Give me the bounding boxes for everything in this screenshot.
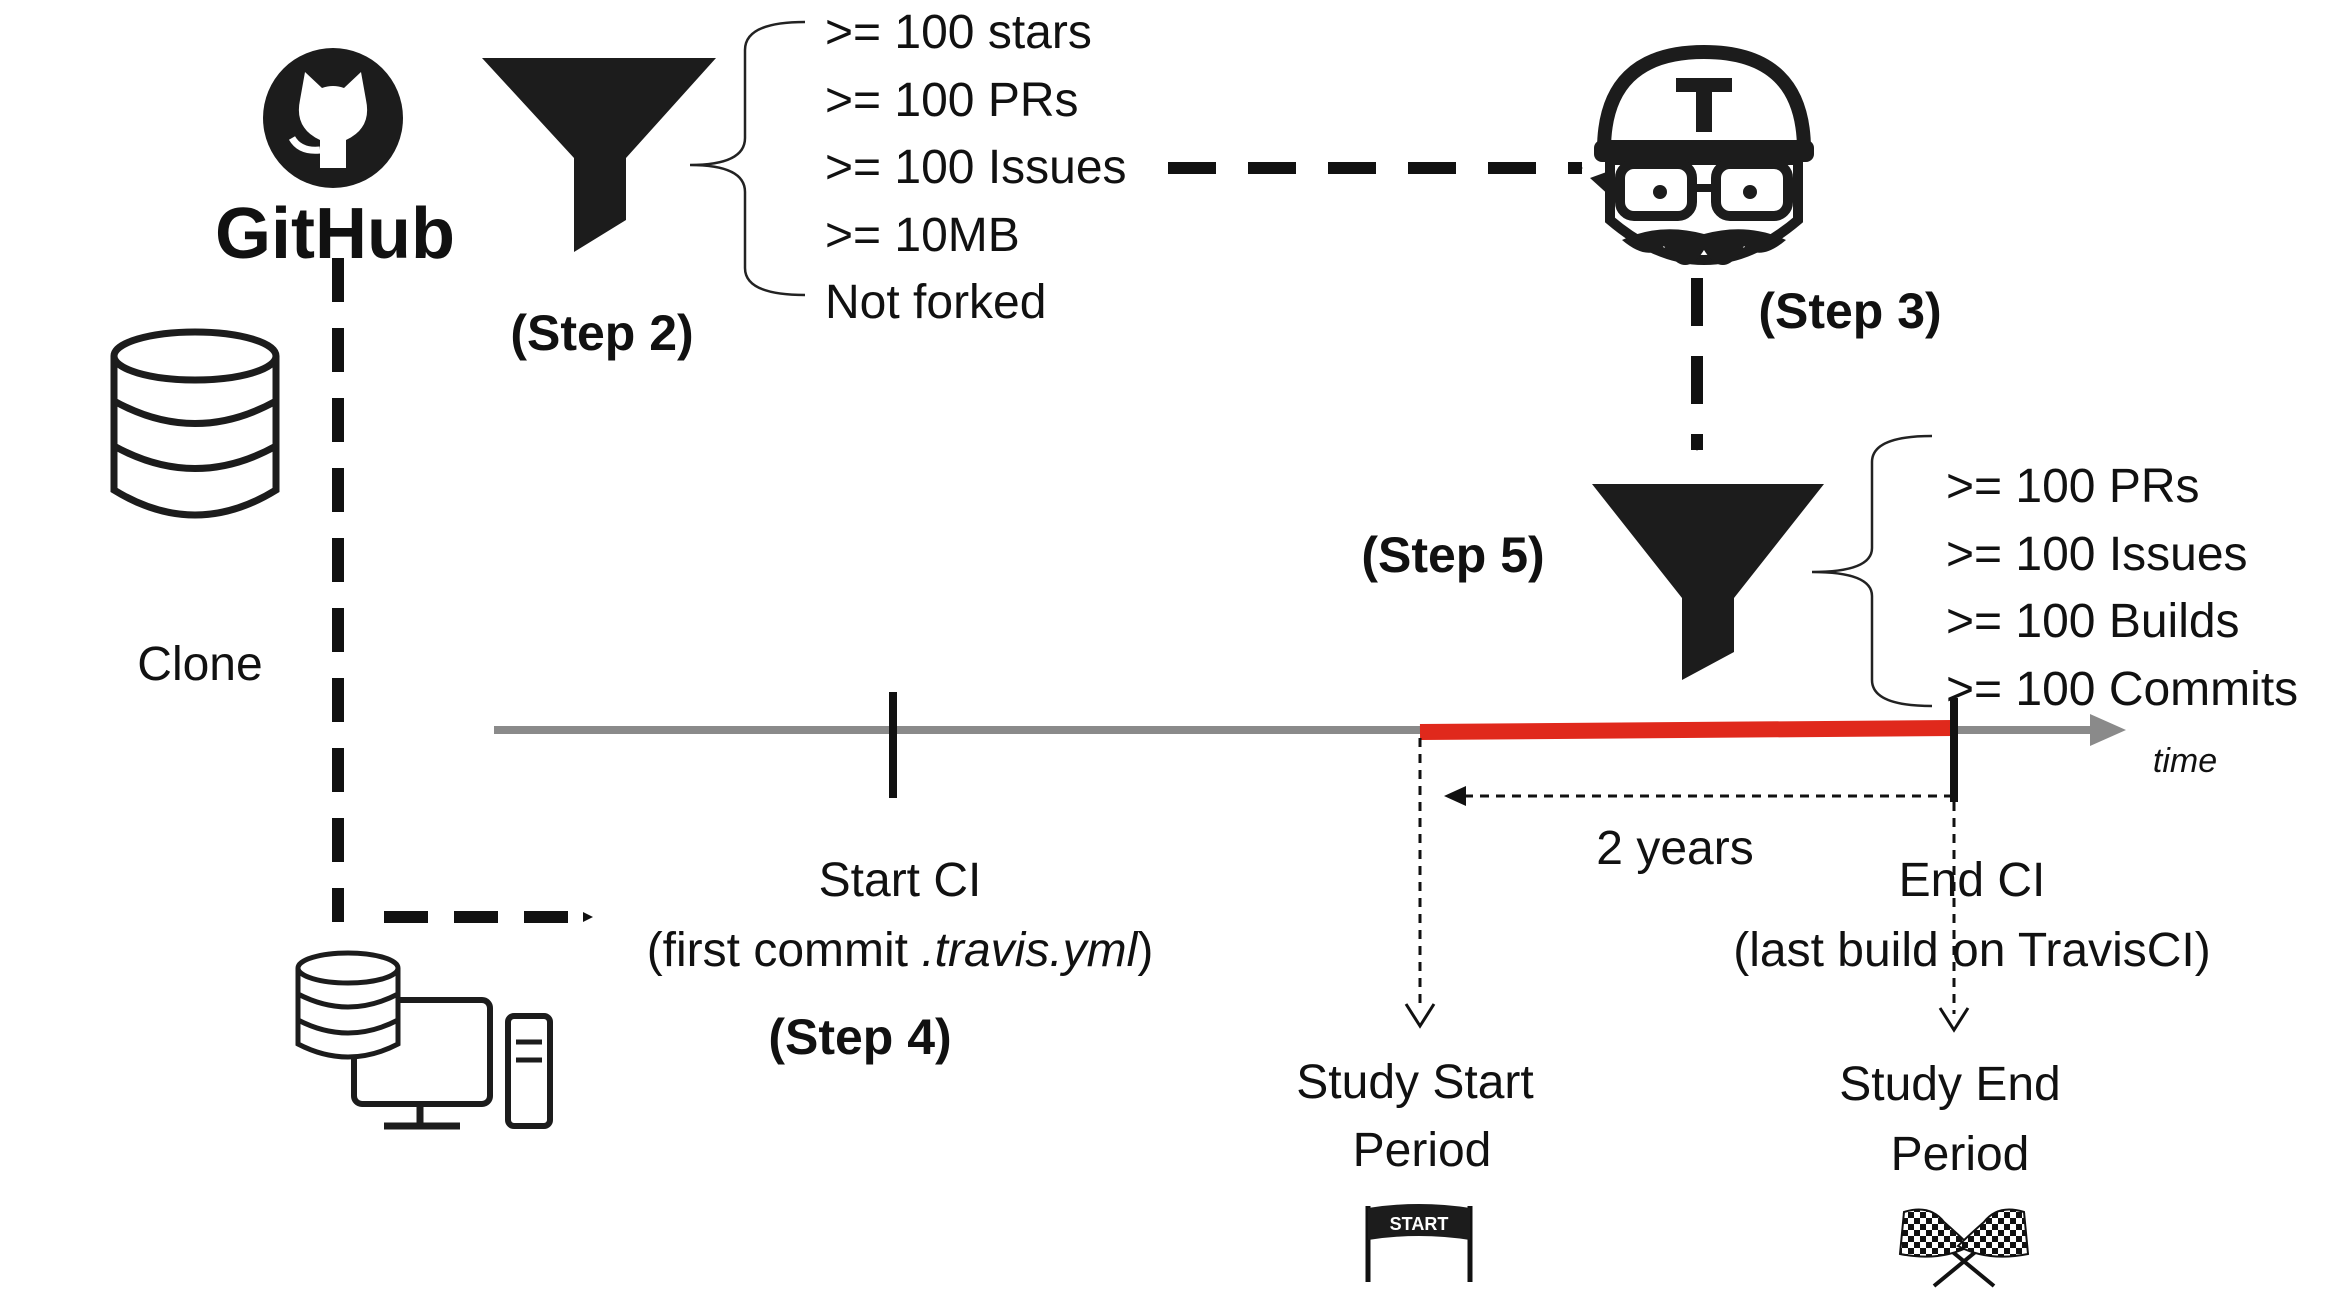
filter1-criteria: >= 100 stars >= 100 PRs >= 100 Issues >=…: [825, 6, 1127, 329]
study-period-bar: [1419, 720, 1955, 740]
timeline-arrowhead: [2090, 714, 2126, 746]
database-icon: [110, 328, 280, 519]
step2-label: (Step 2): [510, 305, 693, 361]
study-start-label: Period: [1353, 1124, 1492, 1177]
start-flag-icon: START: [1365, 1204, 1473, 1282]
study-end-label: Study End: [1839, 1058, 2060, 1111]
step5-label: (Step 5): [1361, 527, 1544, 583]
filter2-criterion: >= 100 PRs: [1946, 460, 2200, 513]
filter2-criterion: >= 100 Builds: [1946, 595, 2240, 648]
filter1-criterion: >= 100 PRs: [825, 74, 1079, 127]
end-ci-detail: (last build on TravisCI): [1733, 924, 2211, 977]
time-axis-label: time: [2153, 742, 2217, 780]
end-ci-label: End CI: [1899, 854, 2046, 907]
study-end-guide-arrow: [1938, 1007, 1970, 1033]
filter2-criteria: >= 100 PRs >= 100 Issues >= 100 Builds >…: [1946, 460, 2298, 716]
filter1-criterion: >= 10MB: [825, 209, 1020, 262]
filter1-brace: [689, 20, 806, 297]
local-computer-icon: [295, 950, 553, 1130]
travis-ci-mascot-icon: [1590, 44, 1814, 266]
step4-label: (Step 4): [768, 1009, 951, 1065]
duration-span-arrow: [1444, 786, 1466, 806]
filter1-criterion: >= 100 stars: [825, 6, 1092, 59]
filter1-criterion: >= 100 Issues: [825, 141, 1127, 194]
start-ci-detail: (first commit .travis.yml): [647, 924, 1154, 977]
github-octocat-icon: [263, 48, 403, 188]
study-start-label: Study Start: [1296, 1056, 1533, 1109]
start-flag-text: START: [1390, 1214, 1449, 1234]
filter2-brace: [1811, 434, 1933, 708]
clone-label: Clone: [137, 638, 262, 691]
study-start-guide-arrow: [1404, 1003, 1436, 1029]
study-end-label: Period: [1891, 1128, 2030, 1181]
duration-label: 2 years: [1596, 822, 1753, 875]
start-ci-label: Start CI: [819, 854, 982, 907]
filter2-criterion: >= 100 Issues: [1946, 528, 2248, 581]
checkered-flags-icon: [1898, 1208, 2030, 1288]
filter-funnel-icon: [482, 58, 716, 252]
filter1-criterion: Not forked: [825, 276, 1046, 329]
github-logo: GitHub: [215, 48, 455, 274]
step3-label: (Step 3): [1758, 283, 1941, 339]
filter-funnel-icon: [1592, 484, 1824, 680]
filter2-criterion: >= 100 Commits: [1946, 663, 2298, 716]
